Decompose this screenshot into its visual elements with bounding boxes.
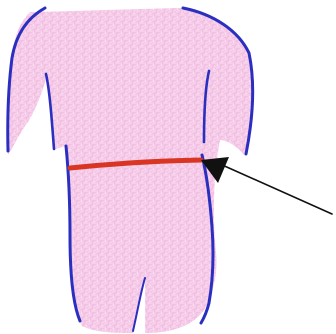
pointer-arrow-icon [220, 164, 332, 214]
